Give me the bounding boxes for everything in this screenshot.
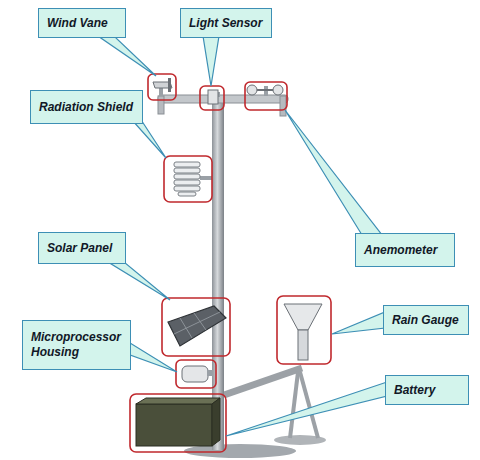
- rain-gauge-tube: [298, 330, 308, 360]
- callout-box: Wind Vane: [38, 8, 126, 38]
- light-sensor: [208, 90, 218, 104]
- callout-label: Battery: [394, 383, 435, 398]
- battery-top: [136, 398, 220, 404]
- anemometer-cup: [273, 85, 283, 95]
- anemometer-cup: [247, 85, 257, 95]
- microprocessor-housing: [182, 366, 208, 382]
- solar-panel: [168, 306, 226, 346]
- callout-box: Rain Gauge: [383, 305, 469, 335]
- callout-label: Wind Vane: [47, 16, 108, 31]
- callout-label: Light Sensor: [189, 16, 262, 31]
- callout-box: Microprocessor Housing: [22, 320, 131, 370]
- battery: [136, 404, 212, 446]
- radiation-shield: [174, 162, 200, 196]
- callout-label: Radiation Shield: [39, 100, 133, 115]
- arm-support: [158, 96, 164, 114]
- gauge-arm: [224, 368, 302, 395]
- gauge-leg: [290, 372, 298, 438]
- callout-label: Solar Panel: [47, 241, 112, 256]
- callout-box: Battery: [385, 375, 469, 405]
- callout-label: Anemometer: [364, 243, 437, 258]
- housing-bracket: [207, 370, 213, 376]
- gauge-leg: [300, 372, 318, 438]
- callout-box: Solar Panel: [38, 232, 126, 264]
- panel-line: [174, 312, 220, 334]
- callout-box: Light Sensor: [180, 8, 272, 38]
- shield-bracket: [200, 176, 213, 180]
- callout-box: Anemometer: [355, 233, 455, 267]
- battery-side: [212, 398, 220, 446]
- crossarm: [158, 95, 288, 103]
- callout-label: Microprocessor Housing: [31, 330, 122, 360]
- rain-gauge-funnel: [284, 304, 322, 330]
- callout-box: Radiation Shield: [30, 90, 143, 124]
- arm-support: [280, 96, 286, 116]
- callout-label: Rain Gauge: [392, 313, 459, 328]
- wind-vane-fin: [168, 78, 171, 92]
